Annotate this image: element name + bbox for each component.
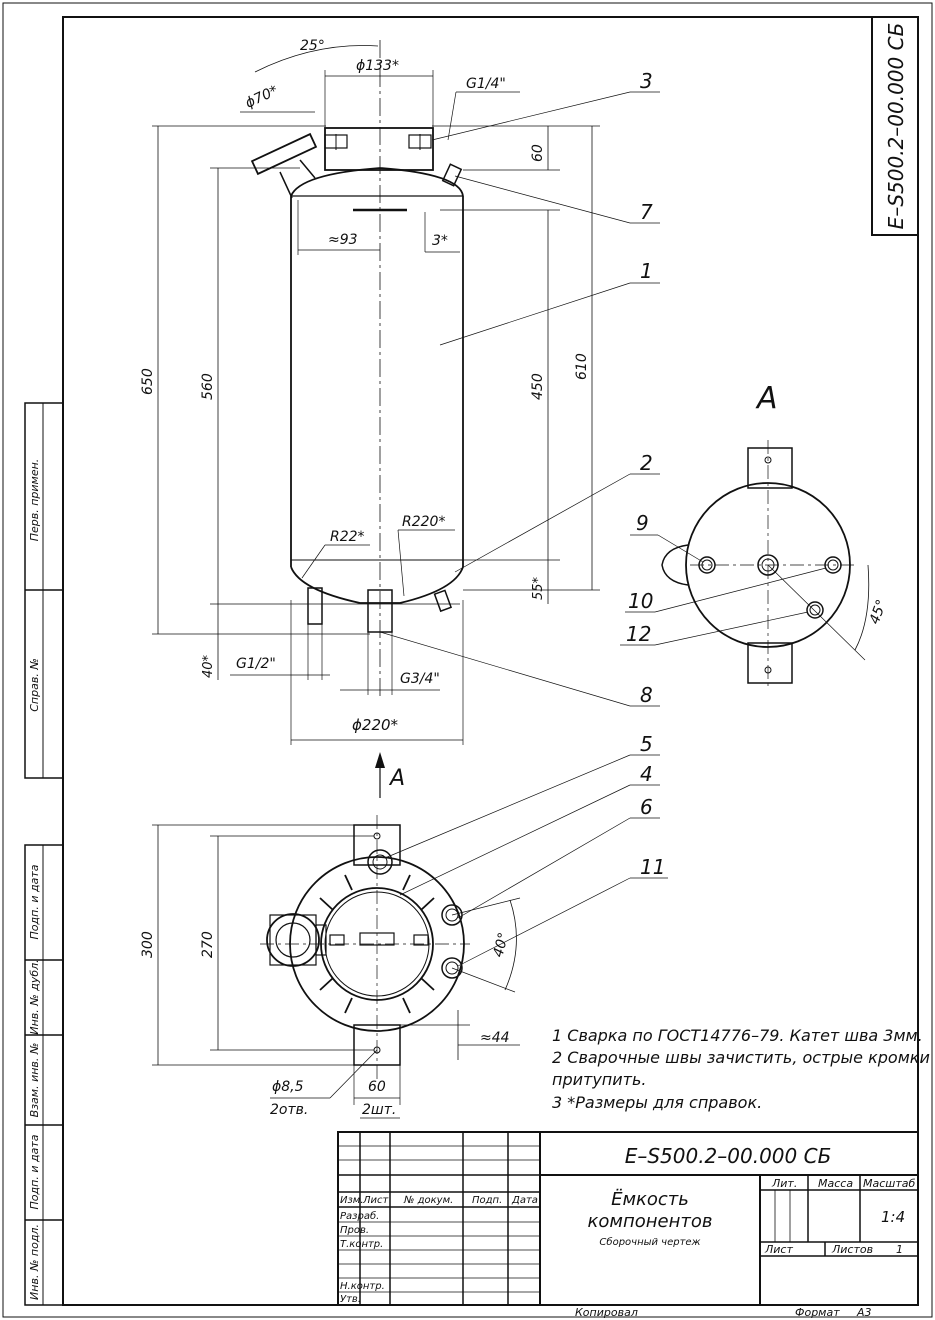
- tb-col-izm: Изм.: [340, 1195, 364, 1206]
- tb-doc-type: Сборочный чертеж: [599, 1236, 700, 1248]
- dim-d85: ϕ8,5: [272, 1079, 304, 1095]
- callout-5: 5: [640, 732, 653, 756]
- side-strip: Перв. примен. Справ. № Подп. и дата Инв.…: [24, 402, 64, 1306]
- callout-7: 7: [640, 200, 653, 224]
- tb-role-nkontr: Н.контр.: [340, 1281, 385, 1292]
- callout-numbers: 1 2 3 4 5 6 7 8 9 10 11 12: [626, 69, 665, 879]
- note-2b: притупить.: [552, 1070, 647, 1089]
- note-3: 3 *Размеры для справок.: [552, 1093, 762, 1112]
- dim-h300: 300: [140, 931, 156, 958]
- tb-role-utv: Утв.: [340, 1294, 361, 1305]
- footer-format-value: А3: [856, 1306, 872, 1319]
- tb-title-1: Ёмкость: [611, 1189, 689, 1210]
- tb-sheet-label: Лист: [764, 1243, 793, 1256]
- side-label-podp2: Подп. и дата: [28, 1134, 41, 1209]
- dim-g12: G1/2": [236, 656, 276, 672]
- code-box-text: E–S500.2–00.000 СБ: [884, 23, 908, 230]
- dim-h450: 450: [530, 373, 546, 400]
- side-label-perv: Перв. примен.: [28, 459, 41, 542]
- dim-r22: R22*: [330, 529, 365, 545]
- dim-h60: 60: [530, 144, 546, 162]
- dim-r220: R220*: [402, 514, 445, 530]
- tb-role-prov: Пров.: [340, 1225, 369, 1236]
- footer-format-label: Формат: [795, 1306, 840, 1319]
- dim-angle-40: 40°: [490, 931, 512, 959]
- tb-title-2: компонентов: [588, 1211, 713, 1232]
- footer-copied: Копировал: [575, 1306, 638, 1319]
- dim-h560: 560: [200, 373, 216, 400]
- tb-col-date: Дата: [511, 1195, 538, 1206]
- dim-d133: ϕ133*: [356, 58, 399, 74]
- note-2: 2 Сварочные швы зачистить, острые кромки: [552, 1048, 930, 1067]
- dim-w93: ≈93: [328, 232, 358, 248]
- dim-h3: 3*: [432, 233, 448, 249]
- dim-d70: ϕ70*: [243, 83, 281, 112]
- title-block: Изм. Лист № докум. Подп. Дата Разраб. Пр…: [337, 1131, 919, 1306]
- plan-view-labels: 300 270 ≈44 40° ϕ8,5 2отв. 60 2шт.: [140, 931, 512, 1118]
- dim-h55: 55*: [531, 576, 546, 600]
- tb-col-docno: № докум.: [403, 1195, 453, 1206]
- tb-col-mass: Масса: [818, 1177, 853, 1190]
- tb-col-sign: Подп.: [472, 1195, 502, 1206]
- dim-h270: 270: [200, 931, 216, 958]
- view-arrow-label: А: [388, 766, 405, 791]
- dim-h40: 40*: [201, 654, 216, 678]
- note-1: 1 Сварка по ГОСТ14776–79. Катет шва 3мм.: [552, 1026, 923, 1045]
- callout-12: 12: [626, 622, 651, 646]
- dim-holes2: 2отв.: [270, 1102, 308, 1118]
- dim-w60: 60: [368, 1079, 386, 1095]
- callout-9: 9: [636, 511, 649, 535]
- dim-angle-25: 25°: [300, 38, 325, 54]
- dim-h650: 650: [140, 368, 156, 395]
- callout-8: 8: [640, 683, 653, 707]
- callout-1: 1: [640, 259, 653, 283]
- side-label-dubl: Инв. № дубл.: [28, 959, 41, 1034]
- tb-col-list: Лист: [362, 1195, 390, 1206]
- callout-2: 2: [640, 451, 653, 475]
- technical-notes: 1 Сварка по ГОСТ14776–79. Катет шва 3мм.…: [552, 1026, 930, 1112]
- side-label-vzam: Взам. инв. №: [28, 1043, 41, 1118]
- side-label-podl: Инв. № подл.: [28, 1224, 41, 1300]
- dim-angle-45: 45°: [867, 598, 891, 627]
- callout-6: 6: [640, 795, 653, 819]
- view-a: А 45°: [620, 381, 890, 690]
- dim-g34: G3/4": [400, 671, 440, 687]
- tb-role-tkontr: Т.контр.: [340, 1239, 383, 1250]
- view-a-title: А: [755, 381, 778, 416]
- dim-d220: ϕ220*: [352, 716, 399, 734]
- front-view: [152, 40, 660, 798]
- dim-g14: G1/4": [466, 76, 506, 92]
- code-box: E–S500.2–00.000 СБ: [871, 16, 919, 236]
- tb-col-scale: Масштаб: [863, 1177, 915, 1190]
- callout-10: 10: [628, 589, 653, 613]
- tb-col-lit: Лит.: [771, 1177, 797, 1190]
- dim-h610: 610: [574, 353, 590, 380]
- front-view-labels: 25° ϕ133* ϕ70* G1/4" 60 650 560 450 610 …: [140, 38, 590, 791]
- side-label-podp1: Подп. и дата: [28, 864, 41, 939]
- callout-11: 11: [640, 855, 665, 879]
- dim-pcs2: 2шт.: [362, 1102, 396, 1118]
- dim-w44: ≈44: [480, 1030, 510, 1046]
- tb-role-razrab: Разраб.: [340, 1210, 379, 1222]
- callout-4: 4: [640, 762, 653, 786]
- tb-sheets-count: 1: [896, 1243, 903, 1256]
- side-label-sprav: Справ. №: [28, 658, 41, 712]
- tb-code: E–S500.2–00.000 СБ: [625, 1144, 832, 1168]
- tb-sheets-label: Листов: [831, 1243, 873, 1256]
- plan-view: [152, 754, 668, 1119]
- tb-scale-value: 1:4: [881, 1208, 905, 1226]
- callout-3: 3: [640, 69, 653, 93]
